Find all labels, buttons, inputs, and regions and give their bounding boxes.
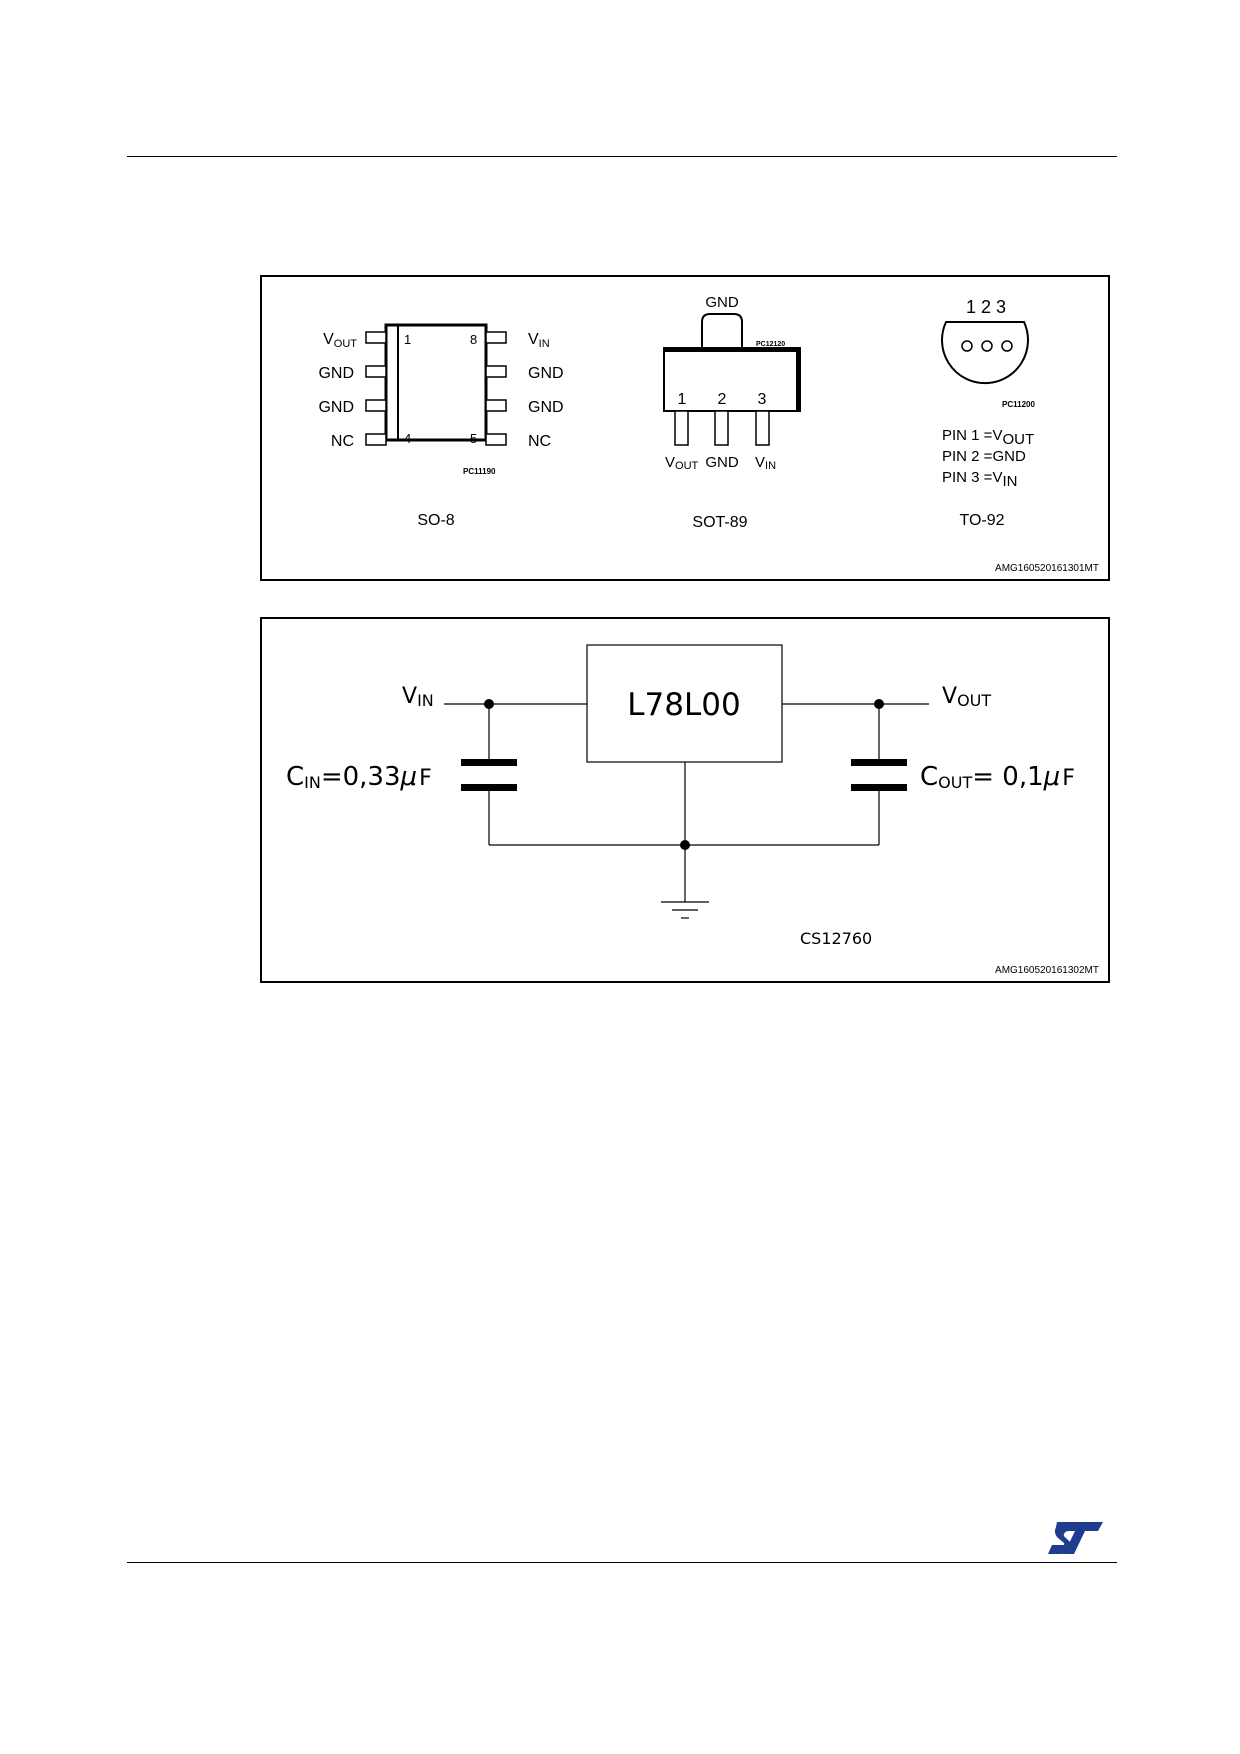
to92-pin-numbers: 1 2 3	[966, 297, 1006, 317]
figure2-id: AMG160520161302MT	[995, 965, 1099, 976]
so8-pin5-number: 5	[470, 431, 477, 446]
cin-capacitor-plate	[461, 759, 517, 766]
regulator-block	[586, 644, 783, 763]
sot89-pin-label: VOUT	[665, 454, 699, 472]
so8-right-pin-label: GND	[528, 399, 564, 416]
figure1-id: AMG160520161301MT	[995, 563, 1099, 574]
so8-left-pin-label: GND	[318, 399, 354, 416]
sot89-tab-label: GND	[705, 294, 739, 311]
cin-label: CIN=0,33μF	[286, 762, 432, 792]
st-logo-icon	[1048, 1522, 1103, 1554]
to92-code: PC11200	[1002, 400, 1035, 409]
sot89-pin-label: GND	[705, 454, 739, 471]
so8-code: PC11190	[463, 467, 496, 476]
sot89-caption: SOT-89	[692, 514, 747, 531]
pin-connections-diagram: 1 8 4 5 VOUT GND GND NC VIN GND GND NC P…	[318, 294, 1099, 574]
circuit-code: CS12760	[800, 929, 872, 948]
cout-capacitor-plate	[851, 784, 907, 791]
sot89-package: GND PC12120 1 2 3 VOUT GND VIN SOT-89	[663, 294, 801, 531]
so8-pin1-number: 1	[404, 332, 411, 347]
so8-left-pin-label: NC	[331, 433, 354, 450]
pin-connections-figure: 1 8 4 5 VOUT GND GND NC VIN GND GND NC P…	[260, 275, 1110, 581]
sot89-pin-number: 2	[718, 391, 727, 408]
cout-capacitor-plate	[851, 759, 907, 766]
so8-left-pin-label: VOUT	[323, 331, 357, 350]
sot89-pin-number: 3	[758, 391, 767, 408]
cin-capacitor-plate	[461, 784, 517, 791]
sot89-pin-label: VIN	[755, 454, 776, 472]
so8-package: 1 8 4 5 VOUT GND GND NC VIN GND GND NC P…	[318, 323, 564, 529]
vout-label: VOUT	[942, 684, 991, 710]
so8-right-pin-label: NC	[528, 433, 551, 450]
footer-rule	[127, 1562, 1117, 1563]
to92-package: 1 2 3 PC11200 PIN 1 =VOUT PIN 2 =GND PIN…	[941, 297, 1035, 529]
application-circuit-diagram: L78L00 VIN VOUT CIN=0,33μF COUT= 0,1μF C…	[286, 644, 1099, 976]
to92-pin-assignment: PIN 3 =VIN	[942, 469, 1017, 490]
so8-caption: SO-8	[417, 512, 454, 529]
cout-label: COUT= 0,1μF	[920, 762, 1075, 792]
header-rule	[127, 156, 1117, 157]
vin-label: VIN	[402, 684, 434, 710]
application-circuit-figure: L78L00 VIN VOUT CIN=0,33μF COUT= 0,1μF C…	[260, 617, 1110, 983]
to92-pin-assignment: PIN 1 =VOUT	[942, 427, 1034, 448]
so8-left-pin-label: GND	[318, 365, 354, 382]
so8-pin4-number: 4	[404, 431, 411, 446]
so8-pin8-number: 8	[470, 332, 477, 347]
to92-pin-assignment: PIN 2 =GND	[942, 448, 1026, 465]
regulator-label: L78L00	[627, 687, 740, 723]
sot89-code: PC12120	[756, 341, 785, 348]
to92-caption: TO-92	[959, 512, 1004, 529]
so8-right-pin-label: VIN	[528, 331, 550, 350]
sot89-pin-number: 1	[678, 391, 687, 408]
so8-right-pin-label: GND	[528, 365, 564, 382]
